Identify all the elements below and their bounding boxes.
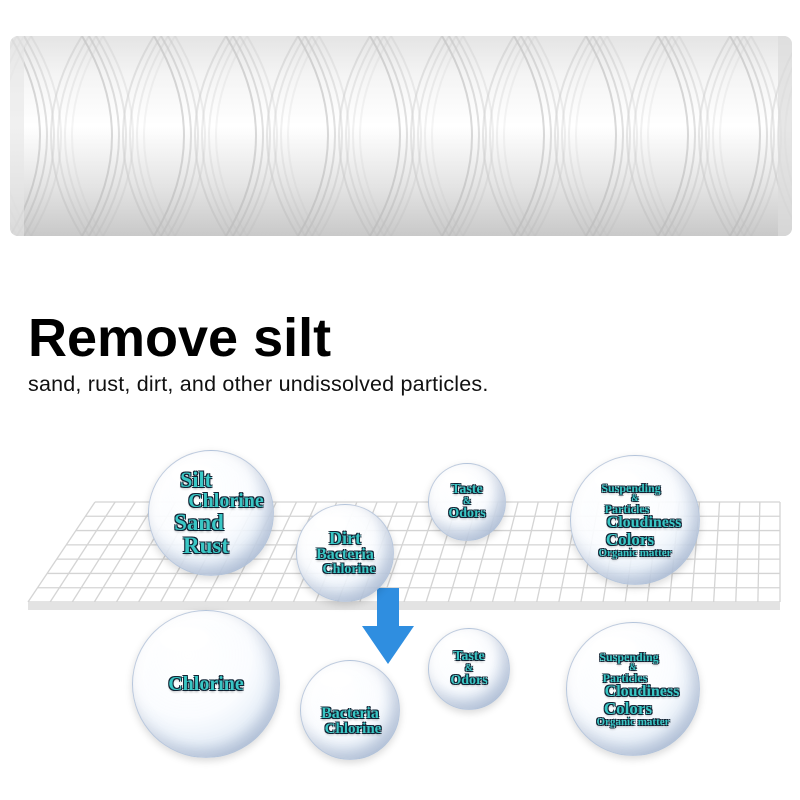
bubble-word: Bacteria [321,704,379,722]
bubble-word: Sand [174,510,224,535]
bubble-after-3: Taste & Odors [428,628,510,710]
bubble-after-4: Suspending & Particles Cloudiness Colors… [566,622,700,756]
headline: Remove silt [28,308,332,368]
subline: sand, rust, dirt, and other undissolved … [28,372,489,396]
bubble-word: Bacteria [316,546,374,563]
bubble-word: Colors [605,529,655,549]
bubble-word: Silt [180,467,212,492]
bubble-word: & [462,496,472,507]
bubble-word: Rust [182,533,229,558]
mesh-edge [28,602,780,610]
bubble-word: Odors [450,673,488,688]
bubble-word: Particles [602,670,648,685]
bubble-before-1: Silt Chlorine Sand Rust [148,450,274,576]
bubble-word: Particles [604,501,650,516]
bubble-word: Organic matter [596,715,670,728]
filter-cartridge [10,36,792,236]
cartridge-string-pattern [10,36,792,236]
bubble-before-3: Taste & Odors [428,463,506,541]
bubble-word: Colors [603,698,653,718]
bubble-word: Chlorine [188,490,264,512]
bubble-word: Taste [453,649,485,664]
bubble-word: & [631,492,639,503]
down-arrow-icon [362,588,414,664]
bubble-word: Taste [451,482,483,497]
bubble-word: Suspending [601,480,661,495]
bubble-word: Cloudiness [606,513,682,531]
bubble-after-2: Bacteria Chlorine [300,660,400,760]
bubble-word: Dirt [329,528,361,548]
bubble-before-4: Suspending & Particles Cloudiness Colors… [570,455,700,585]
bubble-word: Cloudiness [604,682,680,700]
bubble-word: Odors [448,506,486,521]
bubble-word: & [629,661,637,672]
bubble-word: Chlorine [322,562,376,577]
bubble-before-2: Dirt Bacteria Chlorine [296,504,394,602]
bubble-word: Organic matter [598,546,672,559]
bubble-word: & [464,663,474,674]
bubble-word: Chlorine [168,673,244,695]
bubble-word: Suspending [599,649,659,664]
bubble-after-1: Chlorine [132,610,280,758]
bubble-word: Chlorine [324,720,382,737]
